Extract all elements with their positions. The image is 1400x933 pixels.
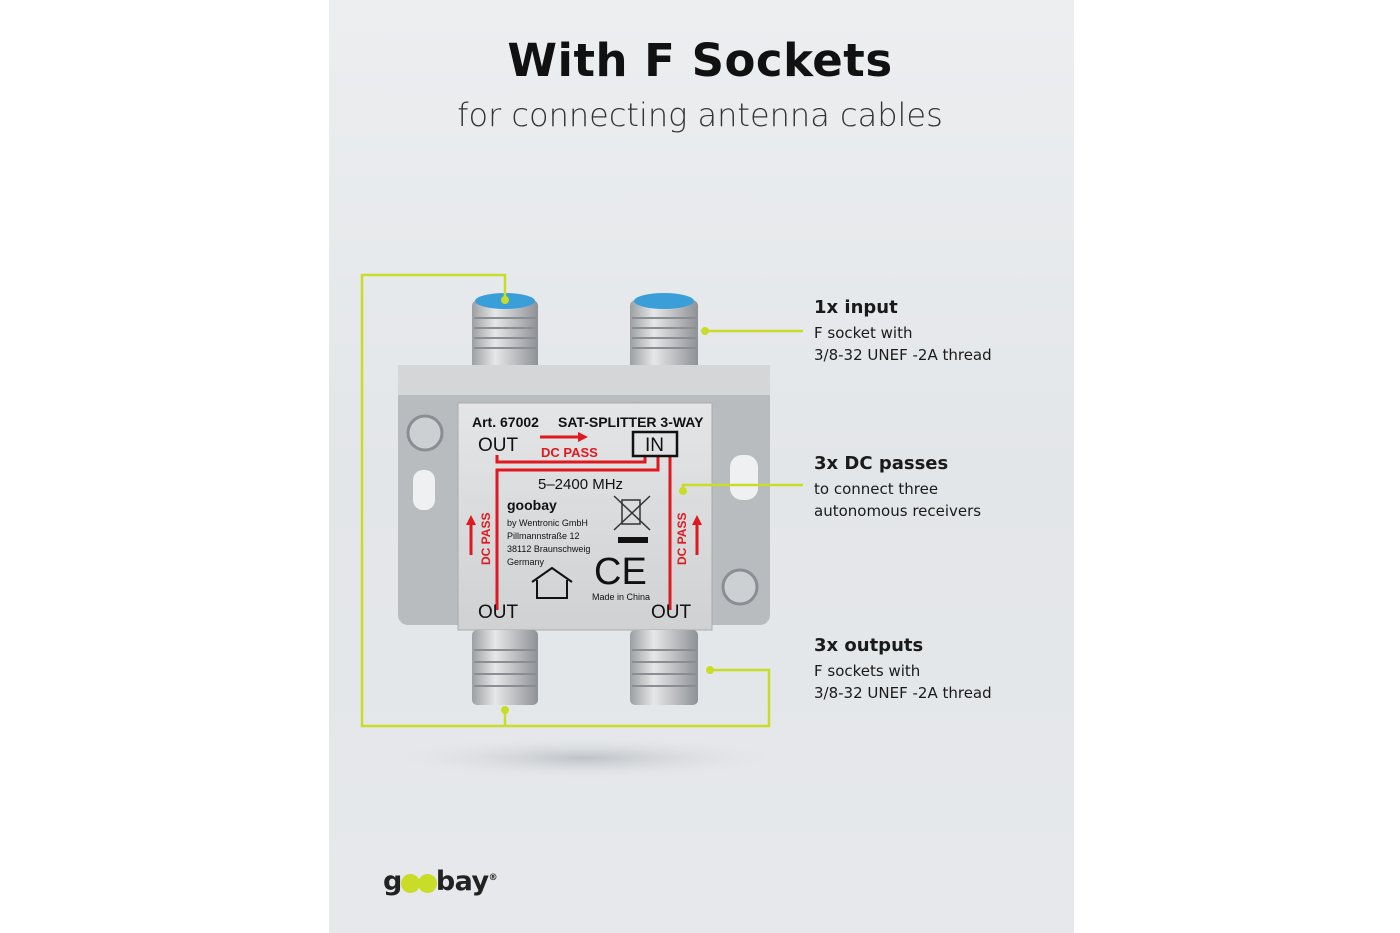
callout-line: to connect three <box>814 480 939 498</box>
label-origin: Made in China <box>592 592 650 602</box>
drop-shadow <box>385 736 785 780</box>
label-out-bottom-left: OUT <box>478 602 519 623</box>
callout-input: 1x input F socket with 3/8-32 UNEF -2A t… <box>814 297 992 366</box>
page-subtitle: for connecting antenna cables <box>457 96 943 134</box>
page-title: With F Sockets <box>507 34 893 87</box>
label-maker-2: Pillmannstraße 12 <box>507 531 580 541</box>
indoor-house-icon <box>531 566 573 599</box>
screw-icon <box>721 568 759 606</box>
label-model: SAT-SPLITTER 3-WAY <box>558 414 704 430</box>
label-out-bottom-right: OUT <box>651 602 692 623</box>
label-article: Art. 67002 <box>472 414 539 430</box>
label-dc-pass-left: DC PASS <box>479 513 493 565</box>
mount-slot <box>413 470 435 510</box>
screw-icon <box>406 414 444 452</box>
callout-line: F sockets with <box>814 662 921 680</box>
output-connector-bottom-left <box>472 630 538 705</box>
label-maker-3: 38112 Braunschweig <box>507 544 590 554</box>
callout-line: F socket with <box>814 324 913 342</box>
label-maker-1: by Wentronic GmbH <box>507 518 588 528</box>
ce-mark: CE <box>594 551 647 593</box>
callout-dc-passes: 3x DC passes to connect three autonomous… <box>814 453 981 522</box>
label-maker-4: Germany <box>507 557 545 567</box>
callout-line: 3/8-32 UNEF -2A thread <box>814 346 992 364</box>
weee-bin-icon <box>613 495 651 531</box>
output-connector-bottom-right <box>630 630 698 705</box>
callout-outputs: 3x outputs F sockets with 3/8-32 UNEF -2… <box>814 635 992 704</box>
label-out: OUT <box>478 435 519 456</box>
callout-heading: 3x outputs <box>814 635 924 656</box>
label-dc-pass-right: DC PASS <box>675 513 689 565</box>
label-in: IN <box>645 435 664 456</box>
label-frequency: 5–2400 MHz <box>538 476 623 493</box>
callout-line: autonomous receivers <box>814 502 982 520</box>
mount-slot <box>730 455 758 500</box>
label-brand: goobay <box>507 497 557 513</box>
label-dc-pass: DC PASS <box>541 445 598 460</box>
callout-heading: 1x input <box>814 297 898 318</box>
weee-bar <box>618 537 648 543</box>
callout-line: 3/8-32 UNEF -2A thread <box>814 684 992 702</box>
callout-heading: 3x DC passes <box>814 453 949 474</box>
